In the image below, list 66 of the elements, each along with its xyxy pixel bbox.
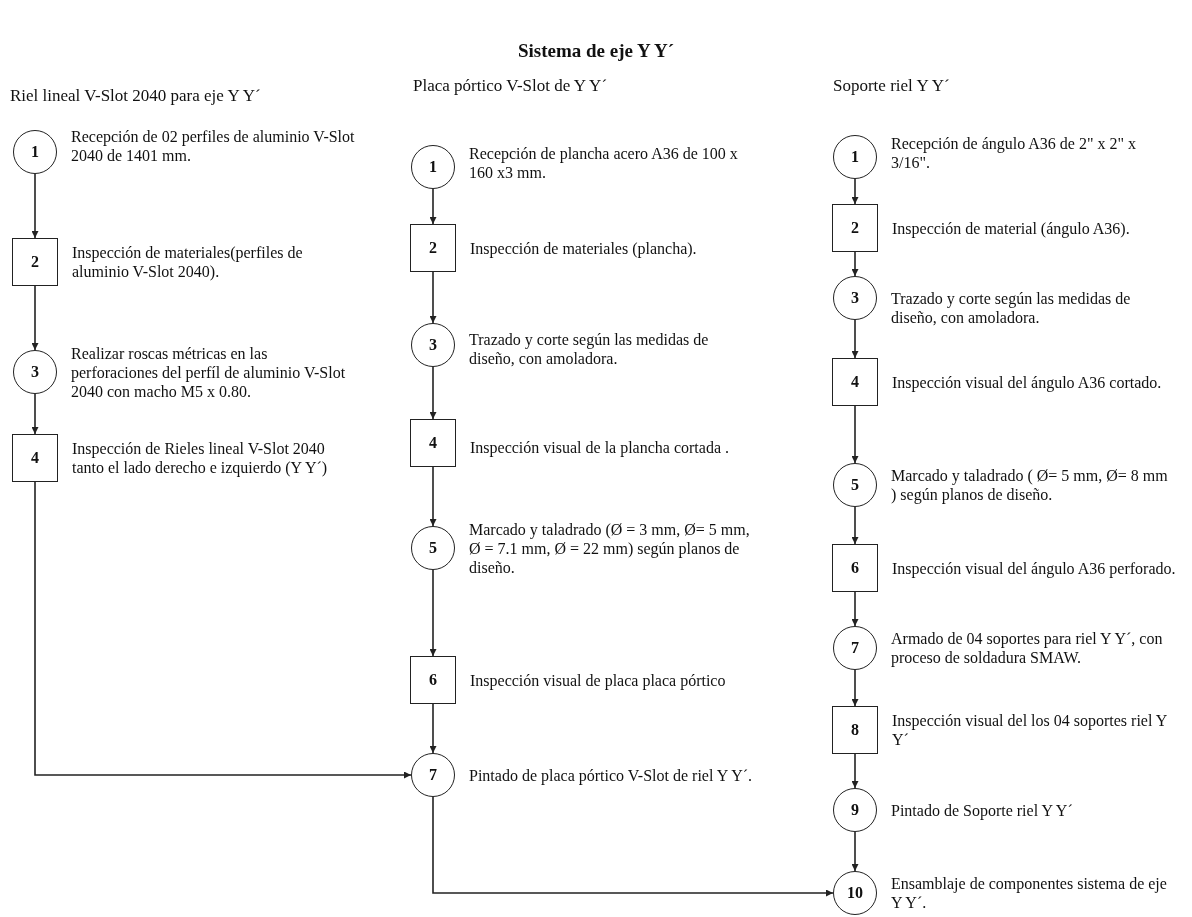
column-heading: Placa pórtico V-Slot de Y Y´ — [413, 76, 608, 96]
step-description: Realizar roscas métricas en las perforaciones del perfíl de aluminio V-Slot 2040 con macho M5 x 0.80. — [71, 343, 347, 401]
arrow — [851, 251, 859, 277]
operation-circle: 5 — [833, 463, 877, 507]
arrow — [851, 506, 859, 545]
arrow — [851, 591, 859, 627]
inspection-box: 6 — [410, 656, 456, 704]
step-description: Marcado y taladrado (Ø = 3 mm, Ø= 5 mm, Ø = 7.1 mm, Ø = 22 mm) según planos de diseño. — [469, 519, 751, 577]
inspection-box: 8 — [832, 706, 878, 754]
arrow — [429, 703, 437, 754]
operation-circle: 1 — [833, 135, 877, 179]
arrow — [851, 831, 859, 872]
inspection-box: 2 — [832, 204, 878, 252]
arrow — [851, 669, 859, 707]
step-description: Recepción de ángulo A36 de 2" x 2" x 3/16". — [891, 134, 1137, 172]
step-description: Inspección visual de placa placa pórtico — [470, 670, 727, 690]
column-heading: Soporte riel Y Y´ — [833, 76, 950, 96]
operation-circle: 1 — [13, 130, 57, 174]
step-description: Marcado y taladrado ( Ø= 5 mm, Ø= 8 mm ) según planos de diseño. — [891, 466, 1169, 504]
step-description: Inspección de material (ángulo A36). — [892, 218, 1131, 238]
arrow — [851, 405, 859, 464]
column-heading: Riel lineal V-Slot 2040 para eje Y Y´ — [10, 86, 261, 106]
inspection-box: 2 — [12, 238, 58, 286]
arrow — [851, 753, 859, 789]
step-description: Recepción de 02 perfiles de aluminio V-Slot 2040 de 1401 mm. — [71, 127, 356, 165]
arrow — [429, 466, 437, 527]
arrow — [31, 173, 39, 239]
inspection-box: 4 — [410, 419, 456, 467]
step-description: Inspección de materiales (plancha). — [470, 238, 698, 258]
arrow — [851, 319, 859, 359]
inspection-box: 4 — [832, 358, 878, 406]
step-description: Inspección visual del ángulo A36 perforado. — [892, 558, 1177, 578]
step-description: Inspección visual de la plancha cortada . — [470, 437, 730, 457]
arrow — [31, 393, 39, 435]
operation-circle: 3 — [833, 276, 877, 320]
operation-circle: 10 — [833, 871, 877, 915]
arrow — [429, 271, 437, 324]
operation-circle: 1 — [411, 145, 455, 189]
arrow — [31, 285, 39, 351]
arrow — [34, 481, 412, 779]
step-description: Trazado y corte según las medidas de diseño, con amoladora. — [891, 289, 1132, 327]
step-description: Inspección visual del ángulo A36 cortado. — [892, 372, 1163, 392]
operation-circle: 3 — [13, 350, 57, 394]
operation-circle: 7 — [833, 626, 877, 670]
operation-circle: 9 — [833, 788, 877, 832]
step-description: Inspección visual del los 04 soportes riel Y Y´ — [892, 711, 1168, 749]
inspection-box: 4 — [12, 434, 58, 482]
arrow — [429, 569, 437, 657]
step-description: Trazado y corte según las medidas de diseño, con amoladora. — [469, 330, 710, 368]
operation-circle: 5 — [411, 526, 455, 570]
inspection-box: 2 — [410, 224, 456, 272]
step-description: Recepción de plancha acero A36 de 100 x 160 x3 mm. — [469, 144, 739, 182]
diagram-title: Sistema de eje Y Y´ — [516, 40, 676, 62]
step-description: Pintado de Soporte riel Y Y´ — [891, 800, 1074, 820]
operation-circle: 7 — [411, 753, 455, 797]
arrow — [432, 796, 834, 897]
step-description: Inspección de materiales(perfiles de aluminio V-Slot 2040). — [72, 243, 304, 281]
arrow — [429, 366, 437, 420]
step-description: Armado de 04 soportes para riel Y Y´, con proceso de soldadura SMAW. — [891, 629, 1164, 667]
step-description: Pintado de placa pórtico V-Slot de riel Y Y´. — [469, 765, 754, 785]
arrow — [851, 178, 859, 205]
operation-circle: 3 — [411, 323, 455, 367]
step-description: Inspección de Rieles lineal V-Slot 2040 tanto el lado derecho e izquierdo (Y Y´) — [72, 439, 329, 477]
arrow — [429, 188, 437, 225]
inspection-box: 6 — [832, 544, 878, 592]
step-description: Ensamblaje de componentes sistema de eje Y Y´. — [891, 874, 1168, 912]
